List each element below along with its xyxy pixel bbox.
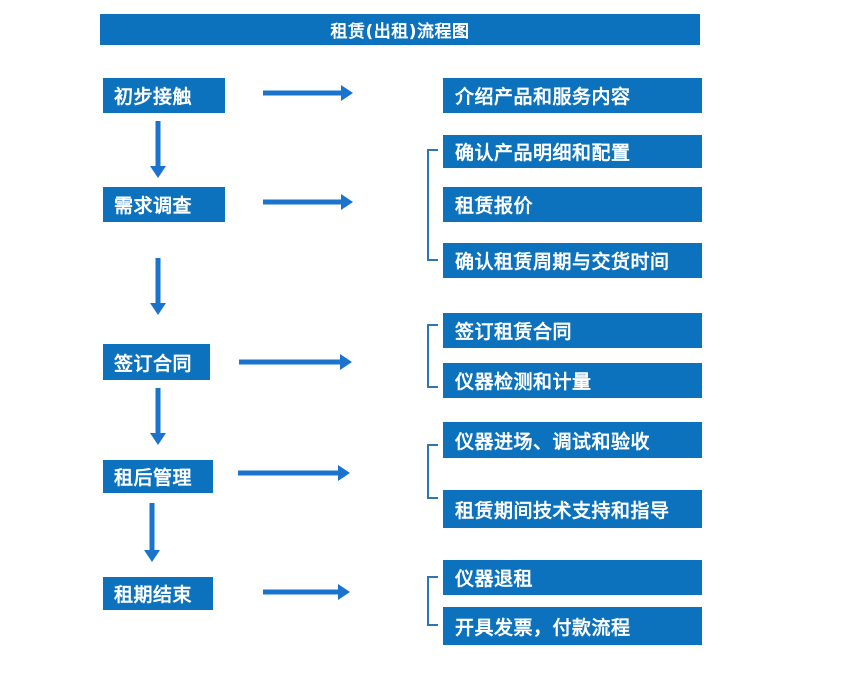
bracket-step4-details xyxy=(427,444,438,499)
arrow-head-icon xyxy=(341,85,353,101)
down-arrow-step4-to-step5 xyxy=(144,503,160,562)
bracket-step5-details xyxy=(427,576,438,626)
arrow-head-icon xyxy=(340,354,352,370)
bracket-step2-details xyxy=(427,149,438,261)
arrow-head-icon xyxy=(341,194,353,210)
arrow-head-icon xyxy=(150,166,166,178)
arrow-head-icon xyxy=(150,303,166,315)
detail-box-introduce-products-services: 介绍产品和服务内容 xyxy=(443,78,702,113)
detail-box-instrument-entry-debug-acceptance: 仪器进场、调试和验收 xyxy=(443,422,702,458)
arrow-shaft xyxy=(263,90,342,96)
arrow-shaft xyxy=(263,589,339,595)
arrow-shaft xyxy=(149,503,155,551)
arrow-shaft xyxy=(155,258,161,304)
step-box-initial-contact: 初步接触 xyxy=(103,78,225,113)
step-box-rental-end: 租期结束 xyxy=(103,577,213,610)
down-arrow-step3-to-step4 xyxy=(150,388,166,445)
down-arrow-step1-to-step2 xyxy=(150,121,166,178)
detail-box-technical-support-guidance: 租赁期间技术支持和指导 xyxy=(443,490,702,528)
detail-box-instrument-return: 仪器退租 xyxy=(443,560,702,595)
detail-box-sign-rental-contract: 签订租赁合同 xyxy=(443,313,702,348)
step-box-sign-contract: 签订合同 xyxy=(103,344,210,380)
arrow-head-icon xyxy=(144,550,160,562)
bracket-step3-details xyxy=(427,324,438,388)
arrow-shaft xyxy=(155,121,161,167)
arrow-shaft xyxy=(155,388,161,434)
arrow-head-icon xyxy=(338,465,350,481)
detail-box-instrument-testing-metering: 仪器检测和计量 xyxy=(443,363,702,398)
arrow-shaft xyxy=(238,470,339,476)
arrow-shaft xyxy=(263,199,342,205)
down-arrow-step2-to-step3 xyxy=(150,258,166,315)
right-arrow-step1-details xyxy=(263,85,353,101)
detail-box-confirm-product-config: 确认产品明细和配置 xyxy=(443,135,702,168)
arrow-head-icon xyxy=(338,584,350,600)
step-box-demand-survey: 需求调查 xyxy=(103,187,225,222)
right-arrow-step5-details xyxy=(263,584,350,600)
flowchart-title: 租赁(出租)流程图 xyxy=(100,14,700,45)
detail-box-invoice-payment-process: 开具发票，付款流程 xyxy=(443,607,702,645)
right-arrow-step3-details xyxy=(239,354,352,370)
arrow-shaft xyxy=(239,359,341,365)
detail-box-rental-quotation: 租赁报价 xyxy=(443,187,702,222)
right-arrow-step4-details xyxy=(238,465,350,481)
arrow-head-icon xyxy=(150,433,166,445)
step-box-post-rental-management: 租后管理 xyxy=(103,460,213,493)
right-arrow-step2-details xyxy=(263,194,353,210)
detail-box-confirm-period-delivery: 确认租赁周期与交货时间 xyxy=(443,243,702,278)
